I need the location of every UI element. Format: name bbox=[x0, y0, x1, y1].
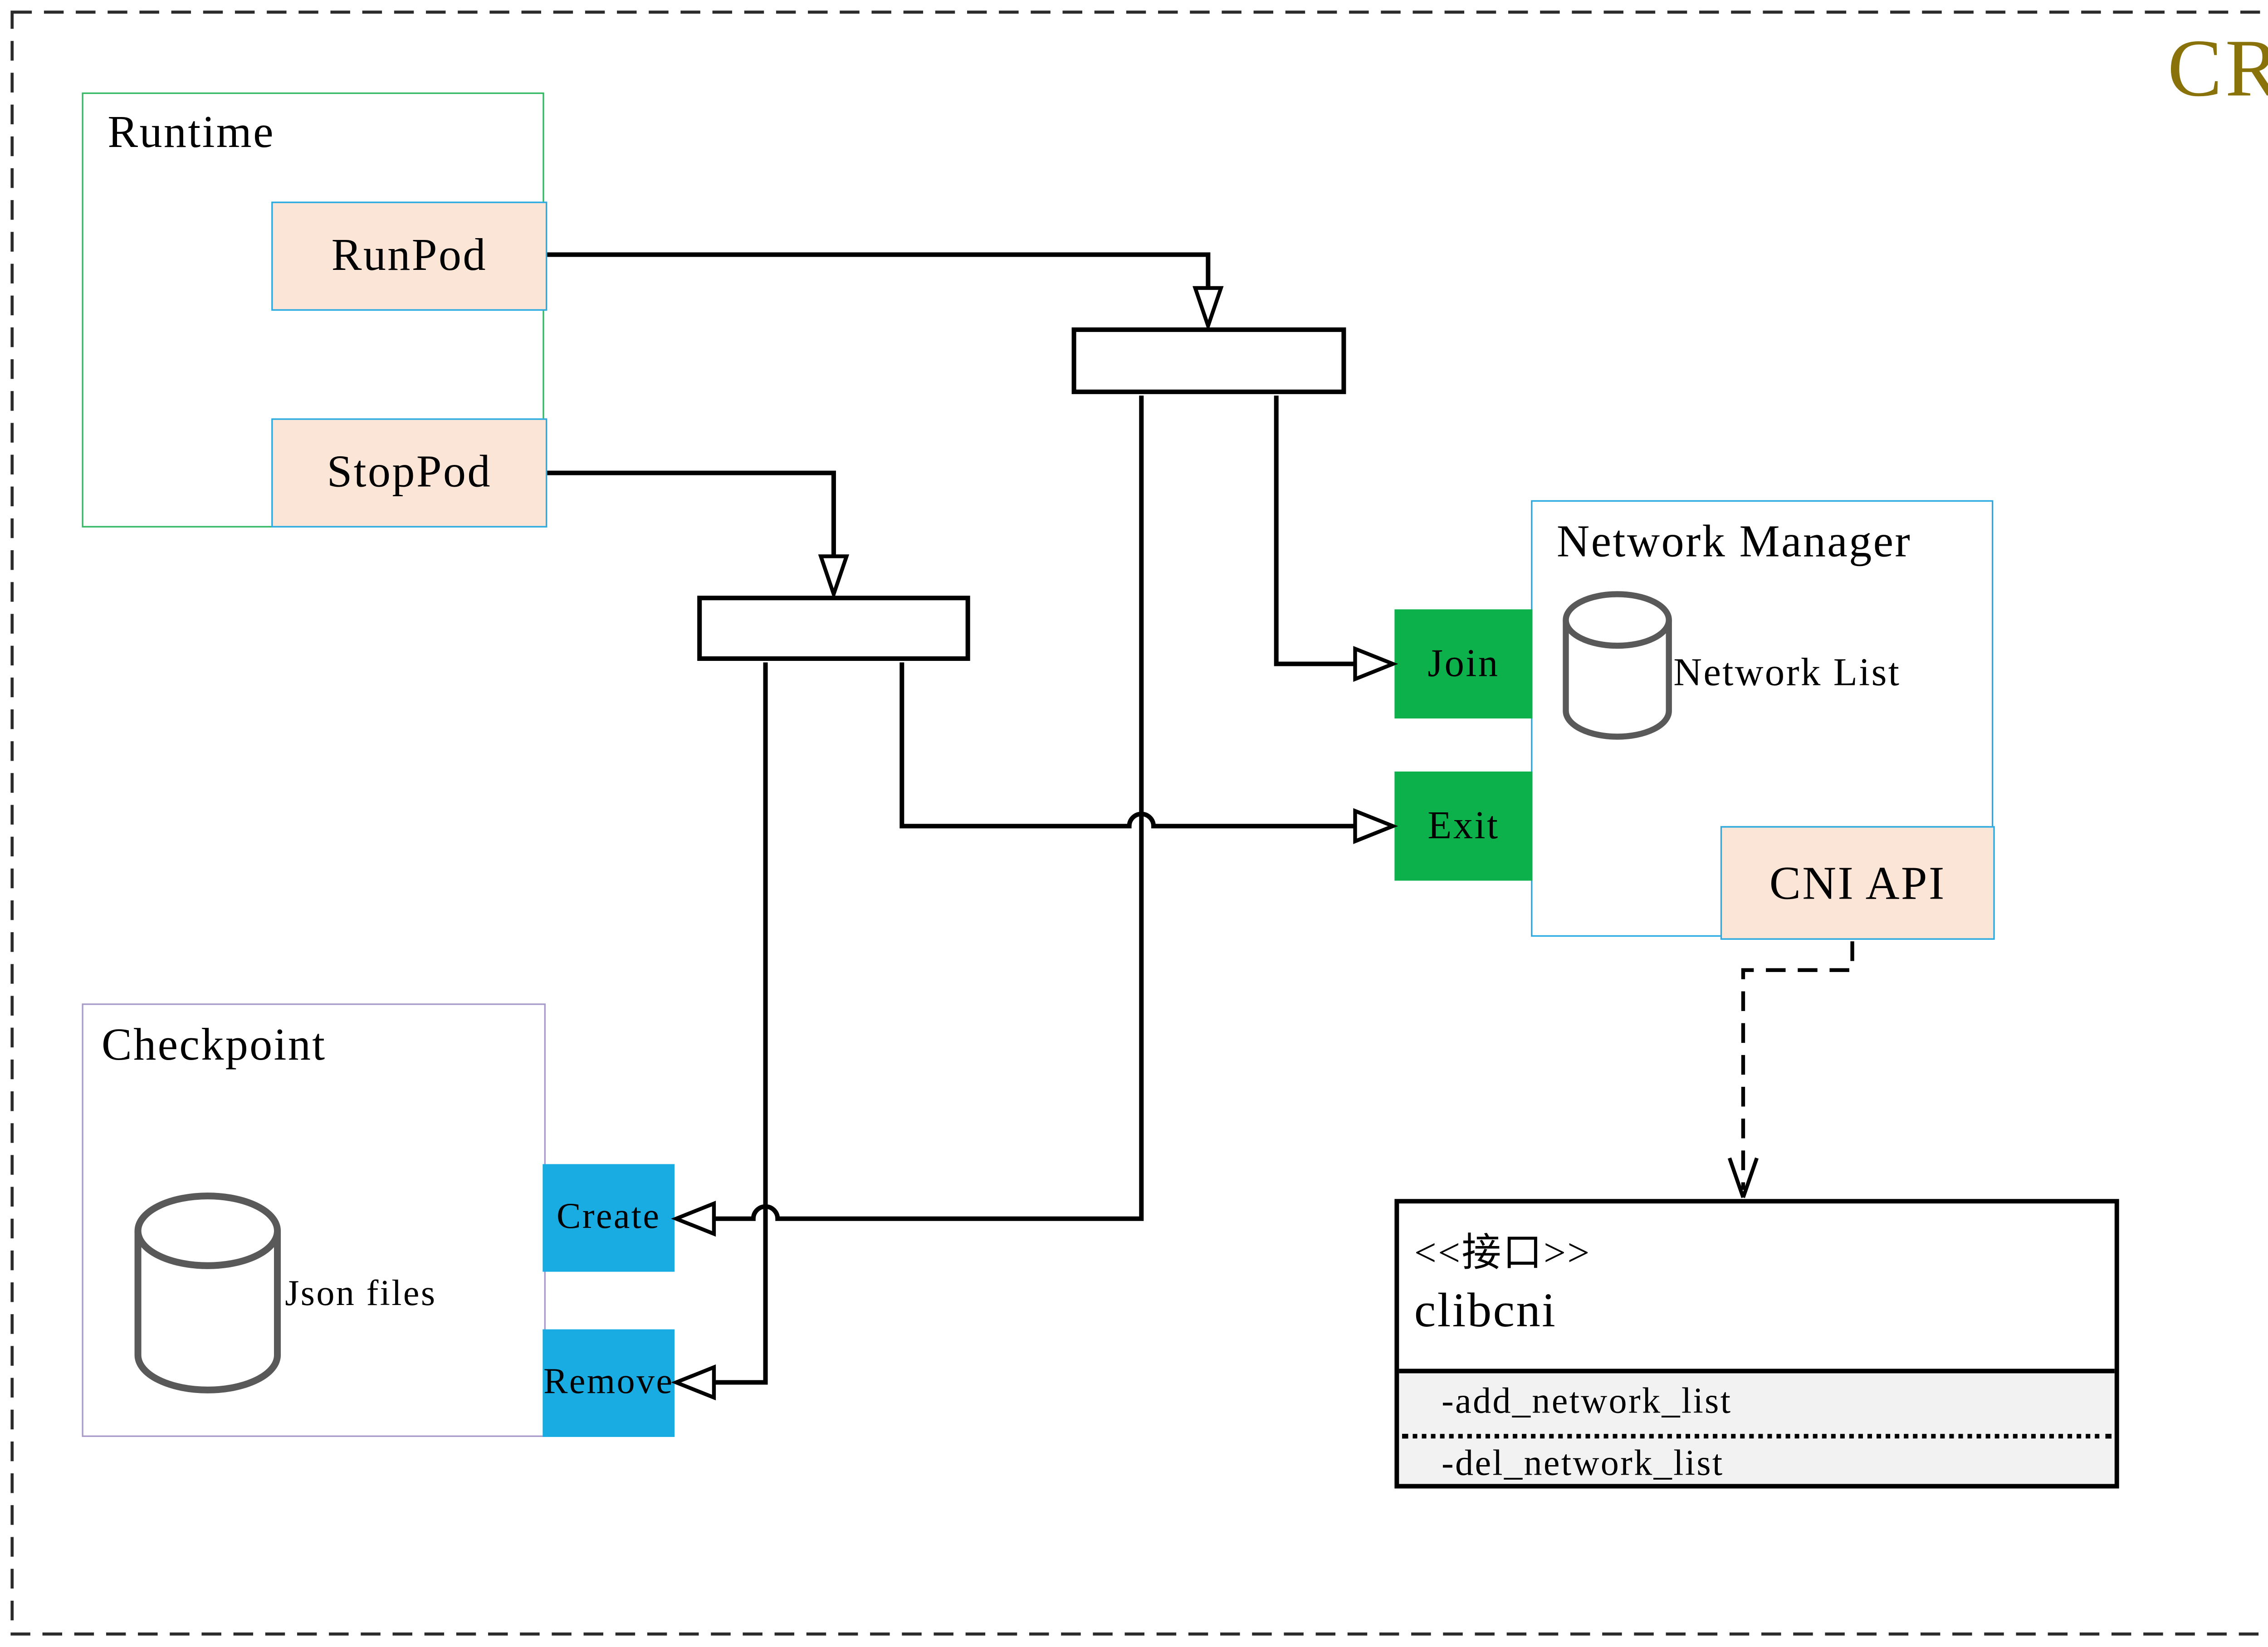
clibcni-method-del: -del_network_list bbox=[1441, 1444, 1724, 1484]
page-title: CRI bbox=[2167, 23, 2268, 114]
stoppod-button[interactable]: StopPod bbox=[271, 418, 547, 528]
clibcni-header: <<接口>> clibcni bbox=[1399, 1203, 2115, 1369]
arrow-stoprect-to-remove bbox=[671, 662, 768, 1401]
arrow-runpod-to-sandbox bbox=[547, 252, 1224, 332]
cni-api-label: CNI API bbox=[1769, 855, 1946, 909]
clibcni-interface-class: <<接口>> clibcni -add_network_list -del_ne… bbox=[1394, 1199, 2119, 1489]
dashed-arrow-cniapi-to-clibcni bbox=[1727, 941, 1854, 1198]
arrow-stoppod-to-stoprect bbox=[547, 470, 850, 600]
arrow-sandbox-to-join bbox=[1274, 396, 1398, 682]
join-button[interactable]: Join bbox=[1394, 609, 1533, 718]
remove-label: Remove bbox=[543, 1363, 674, 1403]
clibcni-name: clibcni bbox=[1414, 1282, 1557, 1337]
json-files-database-icon bbox=[134, 1192, 281, 1393]
json-files-label: Json files bbox=[285, 1275, 437, 1315]
create-button[interactable]: Create bbox=[543, 1164, 675, 1272]
clibcni-method-add: -add_network_list bbox=[1441, 1382, 1732, 1422]
method-separator bbox=[1402, 1434, 2112, 1439]
network-list-label: Network List bbox=[1673, 650, 1901, 694]
runpod-button[interactable]: RunPod bbox=[271, 201, 547, 311]
clibcni-stereotype: <<接口>> bbox=[1414, 1231, 1591, 1275]
exit-label: Exit bbox=[1427, 803, 1500, 848]
runtime-title: Runtime bbox=[108, 108, 275, 158]
arrow-sandbox-to-create bbox=[671, 396, 1144, 1237]
cni-api-button[interactable]: CNI API bbox=[1720, 826, 1995, 940]
arrow-stoprect-to-exit bbox=[899, 662, 1398, 844]
clibcni-methods-section: -add_network_list -del_network_list bbox=[1399, 1368, 2115, 1484]
stop-process-rect bbox=[697, 596, 970, 661]
checkpoint-title: Checkpoint bbox=[101, 1020, 327, 1070]
create-label: Create bbox=[557, 1197, 661, 1237]
exit-button[interactable]: Exit bbox=[1394, 771, 1533, 881]
network-list-database-icon bbox=[1563, 591, 1672, 740]
network-manager-title: Network Manager bbox=[1556, 517, 1912, 567]
database-top bbox=[1563, 591, 1672, 649]
remove-button[interactable]: Remove bbox=[543, 1329, 675, 1437]
runpod-label: RunPod bbox=[331, 230, 487, 281]
stoppod-label: StopPod bbox=[327, 447, 492, 498]
join-label: Join bbox=[1427, 641, 1500, 685]
pod-sandbox-process-rect bbox=[1071, 327, 1346, 394]
database-top bbox=[134, 1192, 281, 1269]
